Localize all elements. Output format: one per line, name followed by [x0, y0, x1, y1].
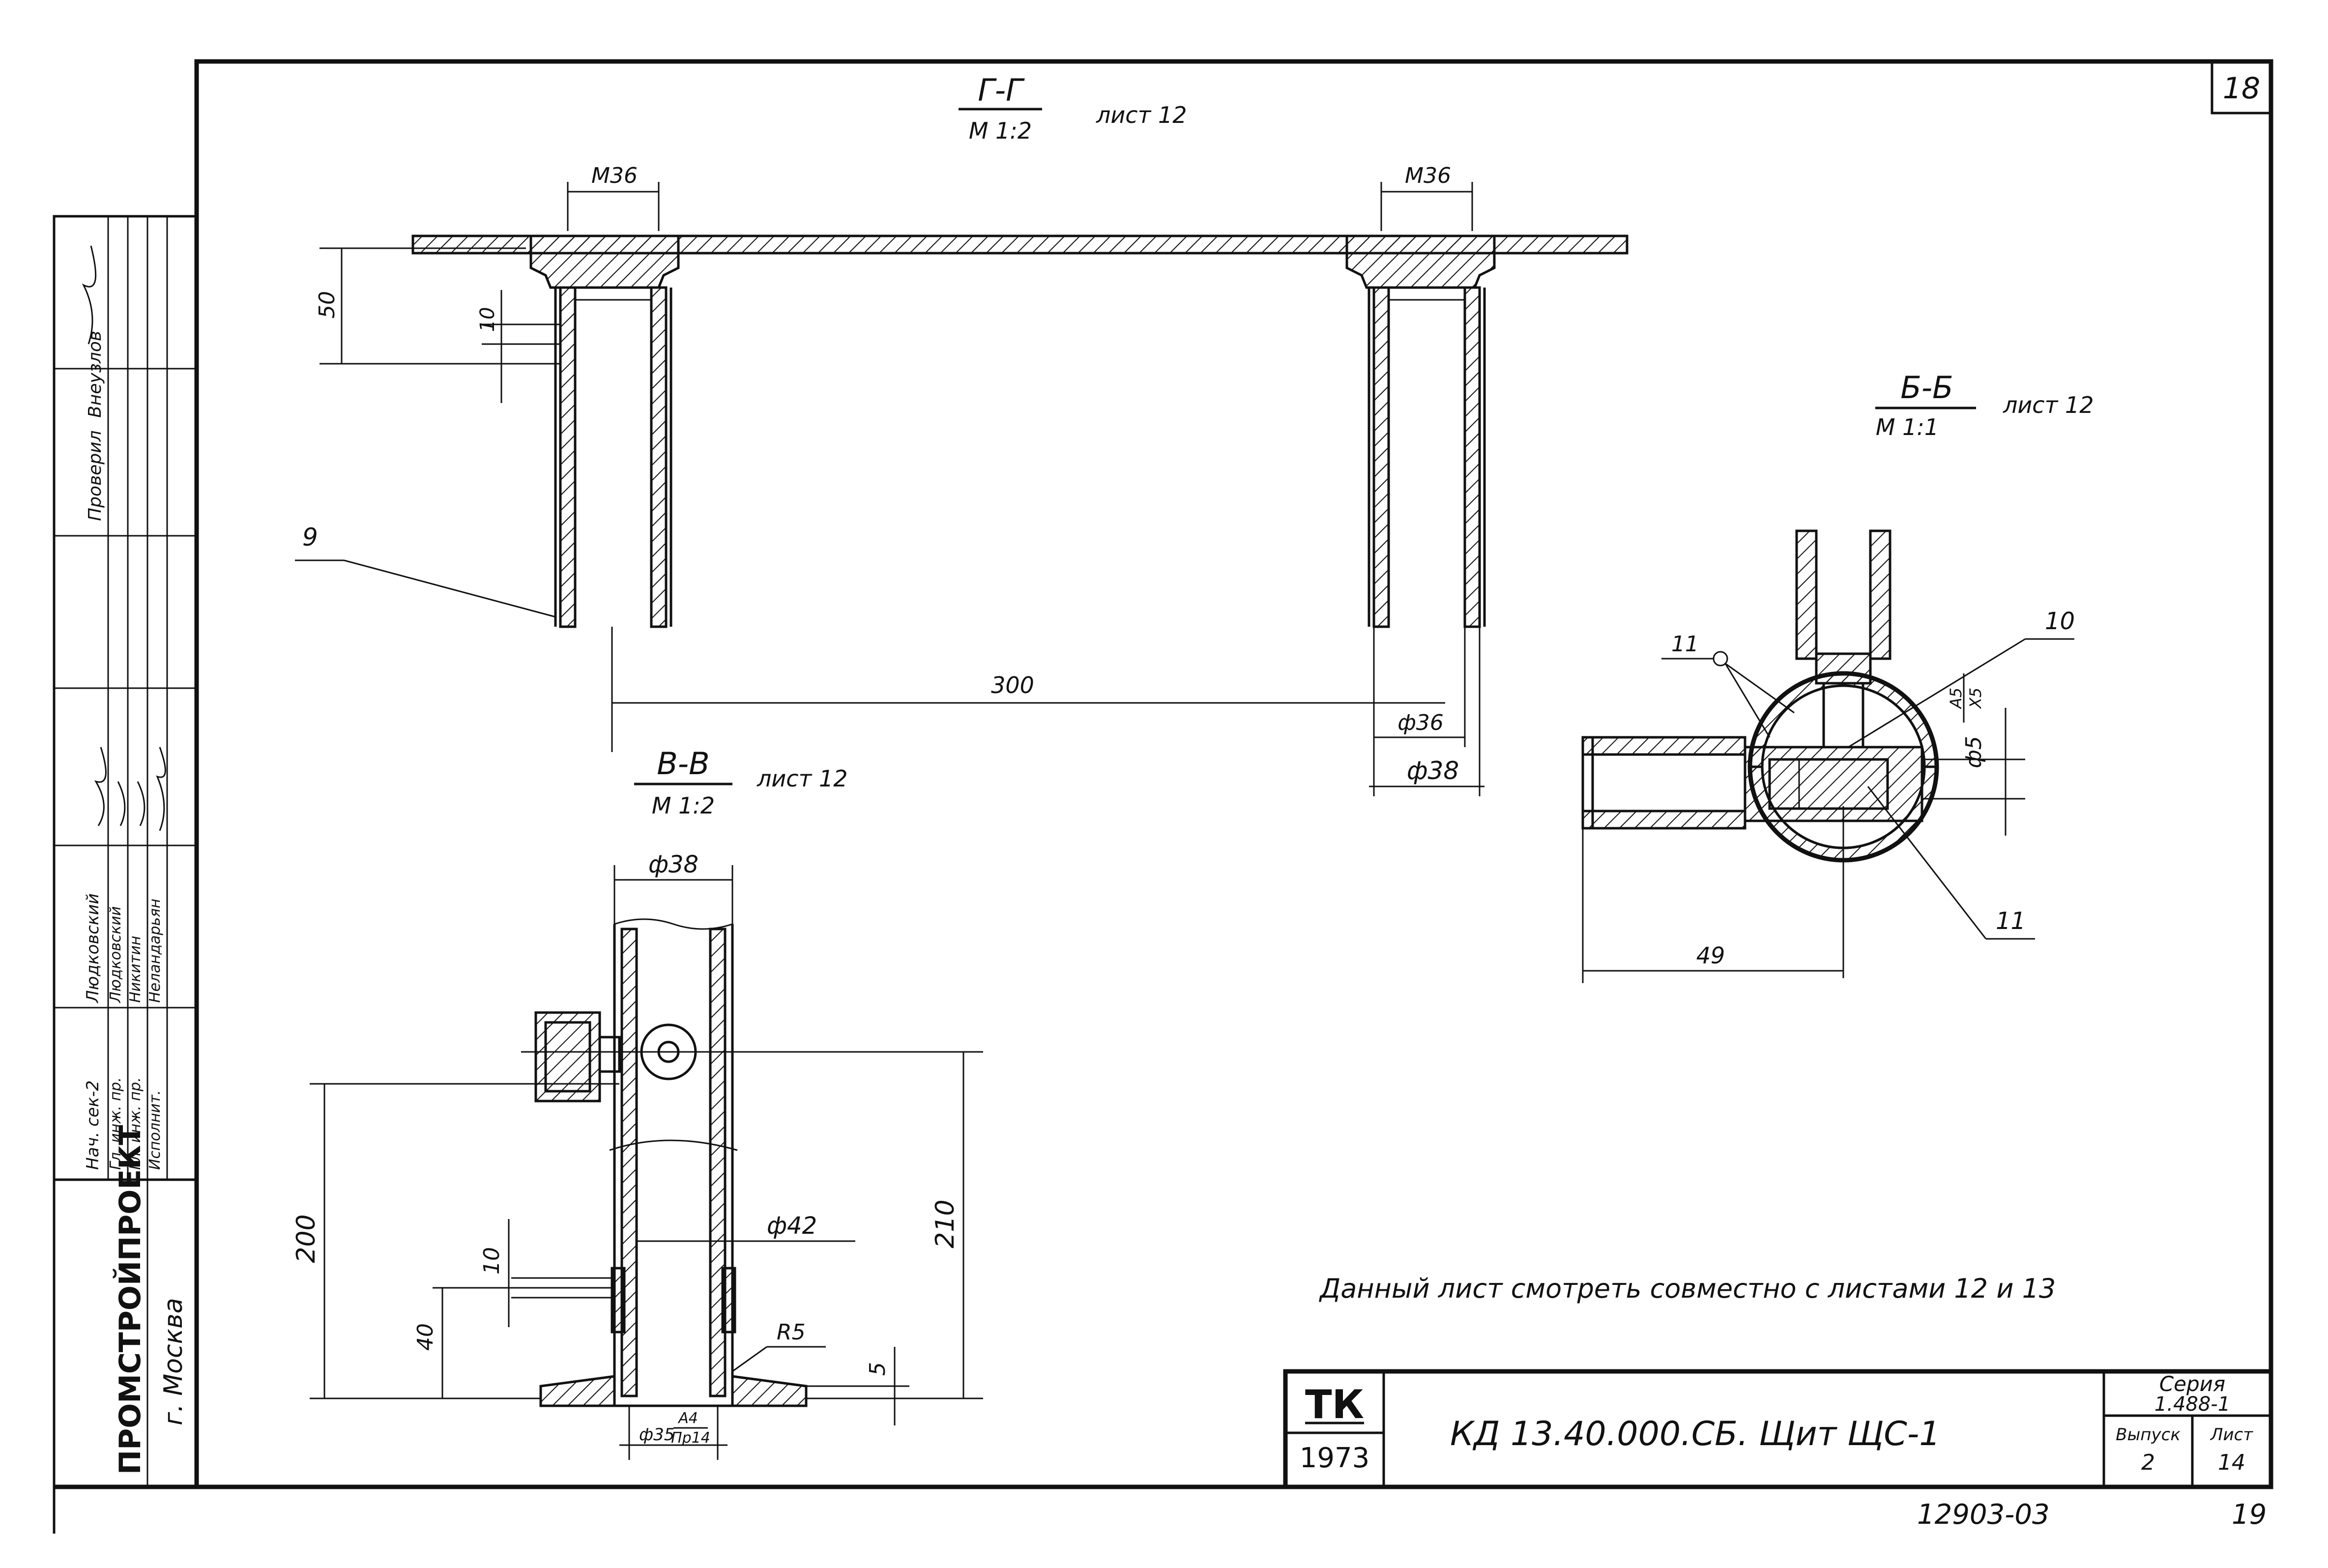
- tk-year: 1973: [1300, 1442, 1370, 1474]
- gg-dim-m36-left: М36: [591, 163, 638, 188]
- section-gg-title: Г-Г: [978, 72, 1025, 108]
- gg-left-flange: [529, 234, 680, 289]
- section-vv: В-В М 1:2 лист 12 ф38 200 210: [291, 746, 983, 1460]
- bb-dim-49: 49: [1696, 942, 1725, 969]
- gg-dim-m36-right: М36: [1405, 163, 1451, 188]
- list-value: 14: [2218, 1450, 2245, 1475]
- vv-dim-pr4: Пр14: [671, 1429, 710, 1447]
- gg-dim-d38: ф38: [1407, 756, 1459, 785]
- sheet-number: 18: [2223, 71, 2260, 106]
- list-label: Лист: [2210, 1425, 2253, 1445]
- section-bb-ref: лист 12: [2003, 392, 2094, 418]
- sheet-frame: 18: [53, 59, 2273, 1534]
- bb-fork-right: [1869, 529, 1892, 660]
- doc-title: КД 13.40.000.СБ. Щит ЩС-1: [1450, 1415, 1941, 1453]
- sheet-note: Данный лист смотреть совместно с листами…: [1319, 1273, 2056, 1304]
- signature-4: [156, 747, 166, 831]
- vv-base-right: [731, 1375, 808, 1407]
- sheet-number-box: [2211, 60, 2272, 115]
- bb-dim-d5: ф5: [1961, 736, 1986, 768]
- section-bb-scale: М 1:1: [1876, 414, 1939, 440]
- vv-dim-200: 200: [291, 1214, 321, 1263]
- bb-dim-x5: Х5: [1966, 688, 1985, 709]
- stamp-city: г. Москва: [159, 1298, 188, 1425]
- bb-dim-a5: А5: [1947, 688, 1965, 709]
- gg-dim-d36: ф36: [1397, 710, 1444, 735]
- vv-dim-d38: ф38: [648, 851, 698, 878]
- bb-leader-10: 10: [2045, 608, 2075, 635]
- gg-right-tube-wall-b: [1463, 286, 1481, 628]
- gg-right-tube-wall-a: [1372, 286, 1390, 628]
- side-stamp: Проверил Внеузлов Нач. сек-2 Гл. инж. пр…: [53, 215, 198, 1488]
- title-block: ТК 1973 КД 13.40.000.СБ. Щит ЩС-1 Серия …: [1283, 1369, 2273, 1489]
- section-bb: Б-Б М 1:1 лист 12 10 11 11 ф5 А5: [1581, 370, 2094, 983]
- section-vv-scale: М 1:2: [652, 792, 715, 819]
- stamp-checked-label: Проверил: [85, 430, 105, 521]
- gg-dim-10: 10: [476, 307, 499, 332]
- gg-left-tube-wall-a: [559, 286, 577, 628]
- signature-3: [137, 781, 146, 826]
- issue-label: Выпуск: [2116, 1425, 2181, 1445]
- section-vv-title: В-В: [657, 746, 709, 782]
- section-gg: Г-Г М 1:2 лист 12 М36 М36 50 10: [295, 72, 1629, 796]
- stamp-role-3: Гл. инж. пр.: [127, 1077, 144, 1170]
- bb-clamp-bottom: [1581, 810, 1746, 830]
- stamp-name-1: Людковский: [83, 894, 103, 1004]
- bottom-page: 19: [2232, 1499, 2267, 1531]
- section-gg-ref: лист 12: [1096, 102, 1187, 128]
- signature-checked: [82, 245, 97, 345]
- bb-fork-left: [1795, 529, 1818, 660]
- series-label: Серия: [2159, 1372, 2225, 1396]
- section-bb-title: Б-Б: [1900, 370, 1953, 406]
- vv-dim-5: 5: [865, 1362, 890, 1376]
- vv-dim-210: 210: [931, 1199, 960, 1248]
- vv-tube-wall-left: [620, 928, 638, 1397]
- gg-dim-300: 300: [991, 672, 1034, 698]
- gg-left-tube-wall-b: [650, 286, 668, 628]
- signature-2: [117, 781, 126, 826]
- vv-dim-d42: ф42: [767, 1212, 817, 1240]
- gg-dim-50: 50: [315, 291, 340, 319]
- vv-base-left: [539, 1375, 616, 1407]
- bb-leader-11-top: 11: [1671, 632, 1699, 657]
- stamp-name-4: Неландарьян: [146, 899, 164, 1003]
- signature-1: [94, 747, 107, 826]
- bb-clamp-top: [1581, 736, 1746, 756]
- vv-dim-40: 40: [413, 1323, 438, 1351]
- vv-dim-a4: А4: [677, 1410, 698, 1427]
- stamp-role-1: Нач. сек-2: [83, 1080, 103, 1170]
- bb-leader-11-bottom: 11: [1996, 907, 2026, 935]
- series-value: 1.488-1: [2154, 1393, 2230, 1416]
- vv-dim-d35: ф35: [639, 1425, 674, 1445]
- gg-leader-9: 9: [302, 523, 318, 552]
- vv-dim-10: 10: [479, 1247, 504, 1275]
- bottom-code: 12903-03: [1917, 1499, 2050, 1531]
- stamp-name-3: Никитин: [127, 936, 144, 1003]
- stamp-checked-name: Внеузлов: [85, 331, 105, 418]
- vv-dim-r5: R5: [777, 1320, 806, 1345]
- bb-pin: [1822, 682, 1864, 749]
- tk-label: ТК: [1305, 1382, 1364, 1427]
- issue-value: 2: [2141, 1450, 2155, 1475]
- section-gg-scale: М 1:2: [969, 117, 1032, 144]
- stamp-role-2: Гл. инж. пр.: [107, 1077, 124, 1170]
- stamp-name-2: Людковский: [107, 906, 124, 1003]
- gg-right-flange: [1345, 234, 1496, 289]
- stamp-role-4: Исполнит.: [146, 1090, 164, 1170]
- stamp-org: ПРОМСТРОЙПРОЕКТ: [112, 1125, 147, 1475]
- section-vv-ref: лист 12: [757, 765, 848, 792]
